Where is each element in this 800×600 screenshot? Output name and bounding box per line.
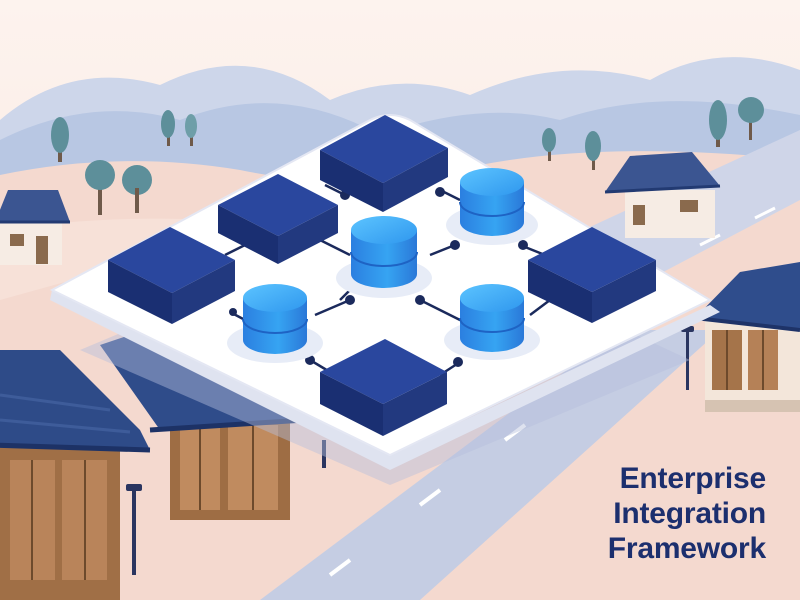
server-block-icon <box>320 115 448 212</box>
server-block-icon <box>320 339 447 436</box>
tree-icon <box>542 128 601 170</box>
server-block-icon <box>218 174 338 264</box>
tree-icon <box>161 110 197 146</box>
title-line-3: Framework <box>607 532 766 565</box>
server-block-icon <box>108 227 235 324</box>
page-title: Enterprise Integration Framework <box>546 461 766 566</box>
server-block-icon <box>528 227 656 323</box>
tree-icon <box>709 97 764 147</box>
hanok-house-icon <box>604 152 721 238</box>
street-lamp-icon <box>322 440 326 468</box>
title-line-1: Enterprise <box>619 462 767 495</box>
hanok-house-icon <box>694 262 800 412</box>
database-icon <box>446 168 538 245</box>
title-line-2: Integration <box>613 497 766 530</box>
database-icon <box>227 284 323 363</box>
tree-icon <box>51 117 69 162</box>
hanok-house-icon <box>100 335 306 520</box>
database-icon <box>336 216 432 298</box>
tree-icon <box>85 160 152 215</box>
hanok-house-icon <box>0 350 151 600</box>
hanok-house-icon <box>0 190 70 265</box>
database-icon <box>444 284 540 360</box>
street-lamp-icon <box>126 484 142 575</box>
